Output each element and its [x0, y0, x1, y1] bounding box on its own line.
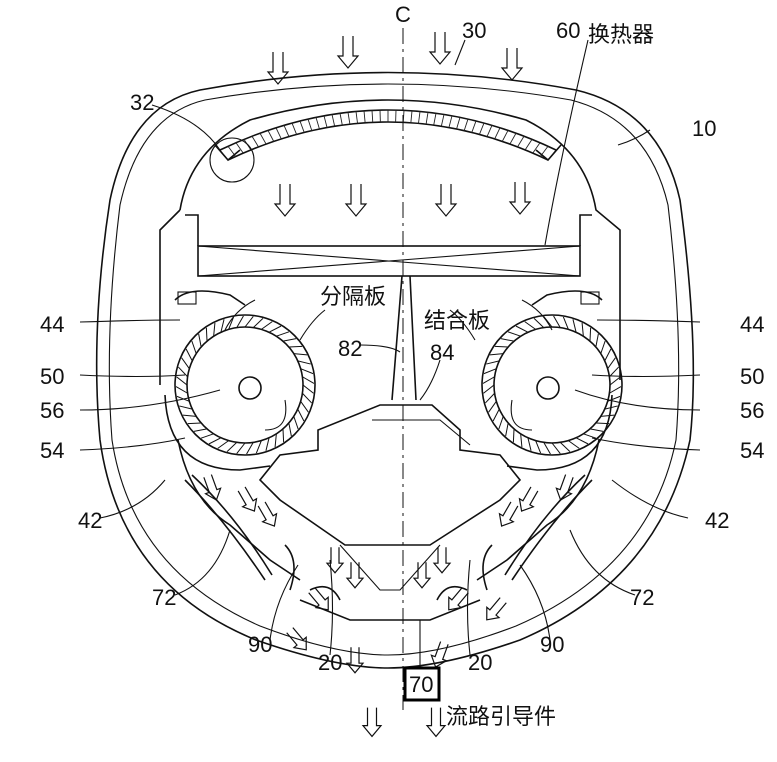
label-10: 10: [692, 116, 716, 141]
label-84: 84: [430, 340, 454, 365]
label-partition: 分隔板: [320, 285, 386, 310]
label-50-right: 50: [740, 364, 764, 389]
label-54-right: 54: [740, 438, 764, 463]
label-flow-guide: 流路引导件: [446, 705, 556, 730]
airflow-arrows: [203, 32, 574, 738]
label-50-left: 50: [40, 364, 64, 389]
label-42-left: 42: [78, 508, 102, 533]
label-44-right: 44: [740, 312, 764, 337]
label-90-right: 90: [540, 632, 564, 657]
outer-housing-inner: [108, 83, 680, 656]
label-60: 60: [556, 18, 580, 43]
outer-housing: [95, 71, 695, 669]
vane-right-90: [482, 544, 493, 591]
label-72-right: 72: [630, 585, 654, 610]
label-70: 70: [409, 672, 433, 697]
label-56-right: 56: [740, 398, 764, 423]
label-90-left: 90: [248, 632, 272, 657]
label-30: 30: [462, 18, 486, 43]
label-44-left: 44: [40, 312, 64, 337]
filter-hatching: [219, 110, 557, 161]
label-joint-plate: 结合板: [424, 309, 490, 334]
label-20-right: 20: [468, 650, 492, 675]
label-54-left: 54: [40, 438, 64, 463]
label-82: 82: [338, 336, 362, 361]
fan-right-50: [481, 314, 623, 456]
label-20-left: 20: [318, 650, 342, 675]
label-70-box: [403, 666, 441, 702]
detail-circle-32: [209, 137, 255, 183]
partition-82: [391, 275, 417, 401]
vane-left-90: [284, 544, 295, 591]
inner-casing: [179, 99, 621, 380]
fan-left-50: [174, 314, 316, 456]
label-32: 32: [130, 90, 154, 115]
label-heat-exchanger: 换热器: [588, 23, 654, 48]
louver-left-72: [184, 479, 266, 581]
label-72-left: 72: [152, 585, 176, 610]
heat-exchanger-60: [197, 245, 581, 277]
label-56-left: 56: [40, 398, 64, 423]
joint-plate-84: [258, 404, 522, 546]
louver-right-72: [511, 479, 593, 581]
label-42-right: 42: [705, 508, 729, 533]
label-c: C: [395, 2, 411, 27]
